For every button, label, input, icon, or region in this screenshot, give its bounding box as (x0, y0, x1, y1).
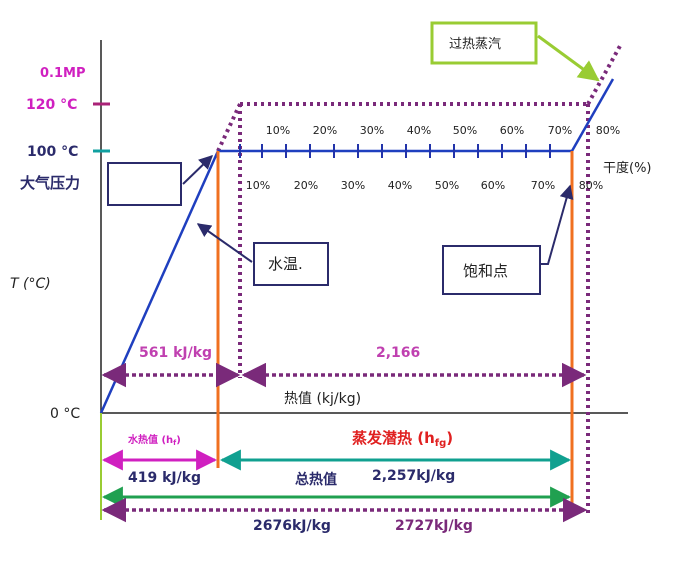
atmospheric-pointer (182, 155, 214, 185)
dryness-upper-label-3: 40% (407, 124, 431, 137)
saturation-pointer (540, 184, 574, 265)
dryness-lower-label-7: 80% (579, 179, 603, 192)
dryness-lower-label-1: 20% (294, 179, 318, 192)
dryness-lower-label-5: 60% (481, 179, 505, 192)
value-2257: 2,257kJ/kg (372, 468, 455, 484)
dryness-lower-label-4: 50% (435, 179, 459, 192)
dryness-upper-label-2: 30% (360, 124, 384, 137)
value-561: 561 kJ/kg (139, 345, 212, 361)
value-2166: 2,166 (376, 345, 420, 361)
dryness-upper-label-4: 50% (453, 124, 477, 137)
dryness-upper-label-6: 70% (548, 124, 572, 137)
dryness-label: 干度(%) (603, 160, 652, 176)
dryness-upper-label-1: 20% (313, 124, 337, 137)
dryness-upper-label-0: 10% (266, 124, 290, 137)
sensible-heat-label: 水热值 (hf) (127, 433, 181, 447)
atmospheric-callout-box (107, 162, 182, 206)
dryness-upper-group: 10% 20% 30% 40% 50% 60% 70% 80% (266, 124, 620, 137)
dryness-lower-label-3: 40% (388, 179, 412, 192)
value-2727: 2727kJ/kg (395, 518, 473, 534)
y-label-01mp: 0.1MP (40, 66, 86, 81)
superheated-line (570, 78, 615, 152)
water-temp-callout-box (253, 242, 329, 286)
superheated-callout-label: 过热蒸汽 (449, 37, 501, 52)
y-label-0: 0 °C (50, 406, 80, 422)
plateau-tick-group (239, 144, 551, 158)
saturation-label: 饱和点 (463, 262, 508, 280)
dryness-upper-label-7: 80% (596, 124, 620, 137)
value-2676: 2676kJ/kg (253, 518, 331, 534)
dryness-lower-group: 10% 20% 30% 40% 50% 60% 70% 80% (246, 179, 603, 192)
superheated-callout-box (430, 21, 538, 65)
dryness-lower-label-0: 10% (246, 179, 270, 192)
y-label-100: 100 °C (27, 144, 78, 160)
y-axis-label: T (°C) (10, 276, 51, 292)
y-label-120: 120 °C (26, 97, 77, 113)
total-heat-label: 总热值 (295, 471, 337, 488)
latent-heat-label: 蒸发潜热 (hfg) (352, 429, 453, 449)
dryness-lower-label-2: 30% (341, 179, 365, 192)
water-temp-label: 水温. (268, 255, 303, 273)
dryness-lower-label-6: 70% (531, 179, 555, 192)
heat-value-axis-label: 热值 (kj/kg) (284, 391, 361, 407)
dryness-upper-label-5: 60% (500, 124, 524, 137)
value-419: 419 kJ/kg (128, 470, 201, 486)
saturation-callout-box (442, 245, 541, 295)
superheated-pointer (537, 34, 600, 82)
dotted-rise-120 (216, 103, 242, 152)
water-temp-pointer (196, 223, 253, 263)
atmospheric-label: 大气压力 (20, 174, 80, 192)
